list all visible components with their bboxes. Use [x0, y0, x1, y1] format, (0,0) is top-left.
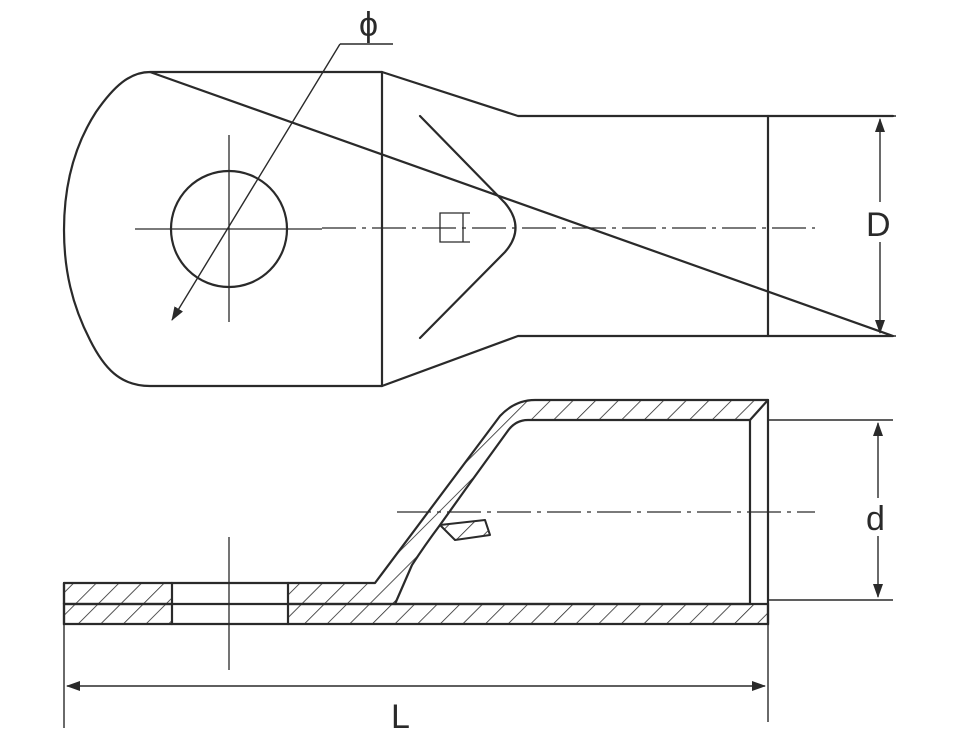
inspection-tab: [439, 519, 491, 541]
D-label-bg: [866, 202, 896, 242]
L-label: L: [391, 698, 410, 736]
d-label-bg: [864, 498, 894, 536]
D-label: D: [866, 206, 891, 244]
diameter-leader: [171, 43, 341, 321]
side-wall-hatch: [62, 398, 770, 606]
side-bottom-hatch: [62, 602, 770, 626]
top-view-outline: [62, 70, 895, 388]
inspection-chevron: [418, 114, 517, 340]
d-label: d: [866, 500, 885, 538]
side-view: d L: [62, 398, 894, 736]
diameter-label: ϕ: [359, 6, 378, 44]
barrel-bore: [393, 418, 752, 606]
top-view: ϕ D: [62, 6, 896, 388]
